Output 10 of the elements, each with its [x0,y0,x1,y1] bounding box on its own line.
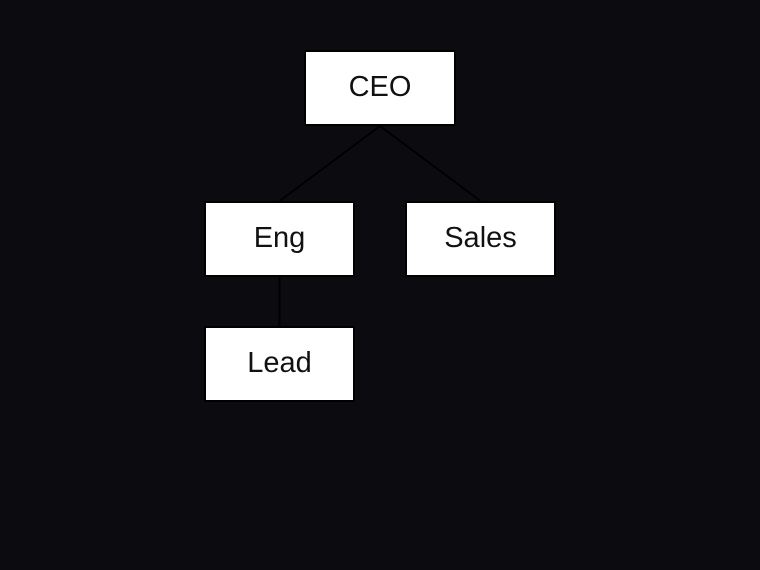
org-box [304,50,456,126]
box-label: Sales [444,221,517,256]
box-label: CEO [348,70,412,106]
org-box [204,326,355,402]
box-label: Eng [254,221,306,256]
org-box [204,201,355,277]
org-box [405,201,556,277]
connector-line [278,125,381,202]
connector-line [379,125,482,202]
box-label: Lead [247,346,312,382]
